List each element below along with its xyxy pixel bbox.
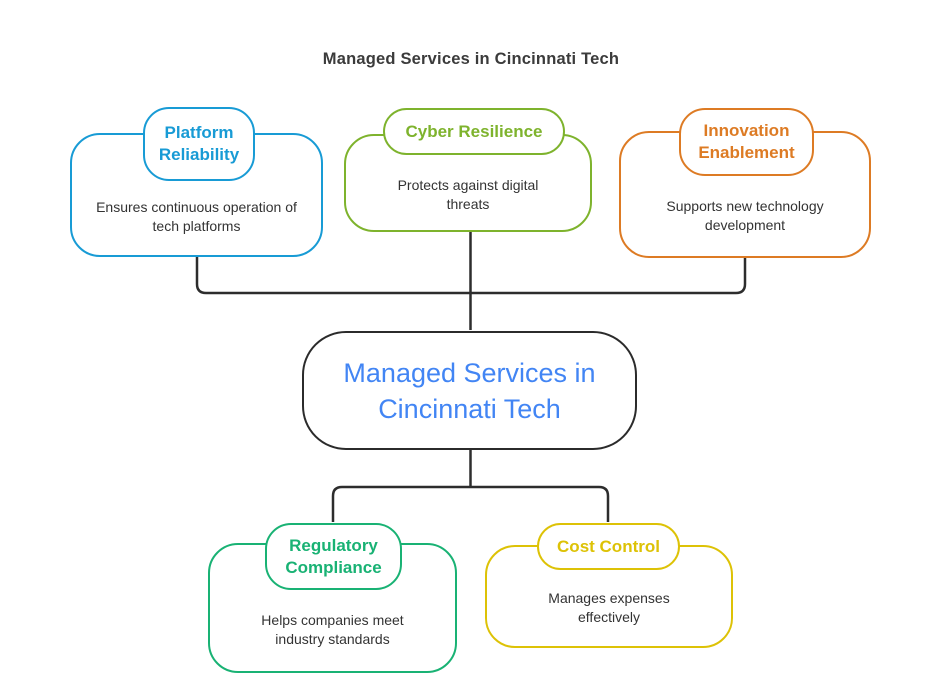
node-label-pill-cost-control: Cost Control: [537, 523, 680, 570]
connector-bottom-bus: [331, 485, 610, 522]
node-description: Protects against digital threats: [397, 177, 539, 212]
node-label-pill-innovation-enablement: Innovation Enablement: [679, 108, 814, 176]
node-label-pill-platform-reliability: Platform Reliability: [143, 107, 255, 181]
diagram-title: Managed Services in Cincinnati Tech: [322, 50, 620, 68]
node-label-pill-cyber-resilience: Cyber Resilience: [383, 108, 565, 155]
node-description: Ensures continuous operation of tech pla…: [96, 199, 297, 234]
connector-top-bus: [195, 255, 747, 295]
node-label-pill-regulatory-compliance: Regulatory Compliance: [265, 523, 402, 590]
node-description: Supports new technology development: [666, 198, 824, 233]
root-node: Managed Services in Cincinnati Tech: [302, 331, 637, 450]
node-description: Manages expenses effectively: [548, 590, 670, 625]
node-description: Helps companies meet industry standards: [261, 612, 404, 647]
root-label: Managed Services in Cincinnati Tech: [343, 357, 596, 424]
